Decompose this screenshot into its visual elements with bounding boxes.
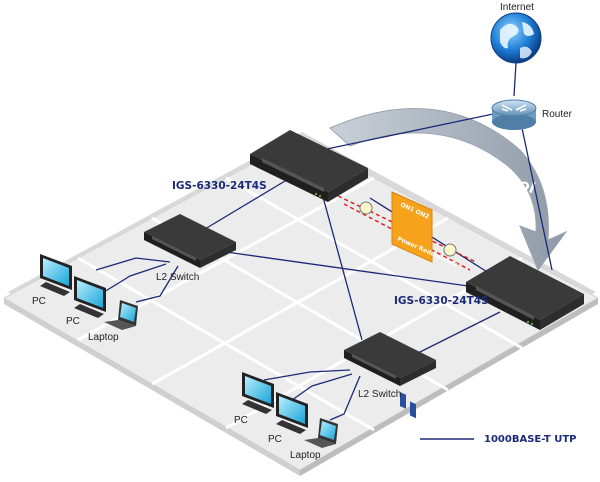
laptop-label: Laptop [88, 332, 119, 343]
link-l2left-pc2 [103, 263, 167, 293]
l2-bottom-label: L2 Switch [358, 389, 401, 400]
fiber-module-icon [359, 201, 373, 215]
links [95, 109, 553, 421]
pc-monitor-icon [242, 372, 274, 414]
laptop-icon [304, 418, 338, 448]
l2-switch-bottom [344, 332, 436, 386]
link-internet-router [513, 62, 517, 97]
switch-right-label: IGS-6330-24T4S [394, 295, 489, 307]
legend: 1000BASE-T UTP [420, 434, 576, 445]
pc-label: PC [32, 296, 46, 307]
router-label: Router [542, 109, 573, 120]
link-l2bottom-pc2 [291, 373, 353, 401]
link-l2bottom-pc1 [263, 369, 351, 381]
link-router-right [521, 127, 553, 271]
pc-label: PC [234, 415, 248, 426]
internet-globe-icon [490, 12, 542, 64]
plug-icon [410, 401, 416, 419]
router-icon [491, 99, 537, 130]
plug-icon [400, 392, 406, 409]
link-l2left-laptop [135, 265, 179, 303]
legend-label: 1000BASE-T UTP [484, 434, 576, 445]
switch-right [466, 256, 584, 330]
pc-monitor-icon [276, 392, 308, 434]
pc-label: PC [66, 316, 80, 327]
switch-top-label: IGS-6330-24T4S [172, 180, 267, 192]
l2-left-label: L2 Switch [156, 272, 199, 283]
fiber-module-icon [443, 243, 457, 257]
pc-monitor-icon [74, 276, 106, 318]
switch-top [250, 130, 368, 202]
link-top-l2left [199, 177, 291, 233]
link-l2bottom-right [407, 311, 501, 359]
link-router-top [321, 109, 513, 151]
pc-monitor-icon [40, 254, 72, 296]
laptop-label: Laptop [290, 450, 321, 461]
link-l2left-right [225, 251, 469, 287]
l2-switch-left [144, 214, 236, 268]
internet-label: Internet [500, 2, 534, 13]
link-top-l2bottom [319, 185, 363, 341]
link-l2bottom-laptop [329, 375, 361, 421]
laptop-icon [104, 300, 138, 330]
link-l2left-pc1 [95, 257, 171, 271]
pc-label: PC [268, 434, 282, 445]
floor-platform [2, 132, 600, 476]
